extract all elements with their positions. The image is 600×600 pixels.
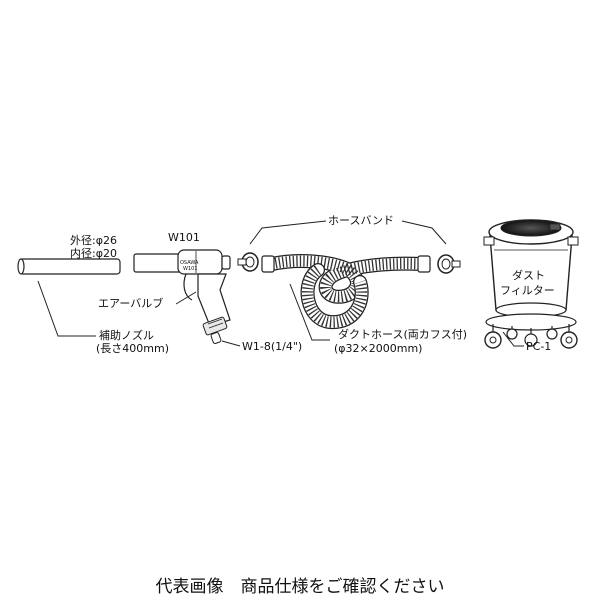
hose-band-leader-right: [401, 220, 447, 245]
fitting-leader-line: [221, 340, 241, 347]
fitting-label: W1-8(1/4"): [242, 340, 302, 353]
hose-band-left: [237, 252, 259, 272]
dust-filter-unit: [483, 219, 579, 349]
nozzle-leader-line: [37, 280, 96, 337]
gun-model-label: W101: [168, 231, 200, 244]
filter-leader-line: [502, 331, 524, 347]
nozzle-inner-diameter-label: 内径:φ20: [70, 246, 117, 260]
duct-hose-label: ダクトホース(両カフス付): [338, 327, 467, 341]
air-gun: OSAWA W101: [133, 249, 231, 345]
hose-band-right: [437, 254, 461, 274]
nozzle-length-label: (長さ400mm): [96, 342, 169, 355]
duct-hose-size-label: (φ32×2000mm): [334, 342, 422, 355]
dust-filter-label-line2: フィルター: [500, 284, 555, 297]
dust-filter-label-line1: ダスト: [512, 268, 545, 282]
valve-leader-line: [175, 291, 197, 305]
filter-model-label: PC-1: [526, 340, 551, 353]
duct-hose: [261, 254, 431, 330]
caption-text: 代表画像 商品仕様をご確認ください: [156, 577, 445, 597]
gun-small-model-text: W101: [183, 266, 198, 272]
hose-leader-line: [289, 283, 330, 341]
air-valve-label: エアーバルブ: [98, 296, 163, 310]
gun-brand-text: OSAWA: [180, 260, 199, 266]
hose-band-leader-left: [249, 220, 327, 245]
auxiliary-nozzle: [17, 258, 121, 275]
nozzle-name-label: 補助ノズル: [99, 328, 154, 342]
hose-band-label: ホースバンド: [328, 214, 394, 227]
nozzle-outer-diameter-label: 外径:φ26: [70, 234, 117, 247]
